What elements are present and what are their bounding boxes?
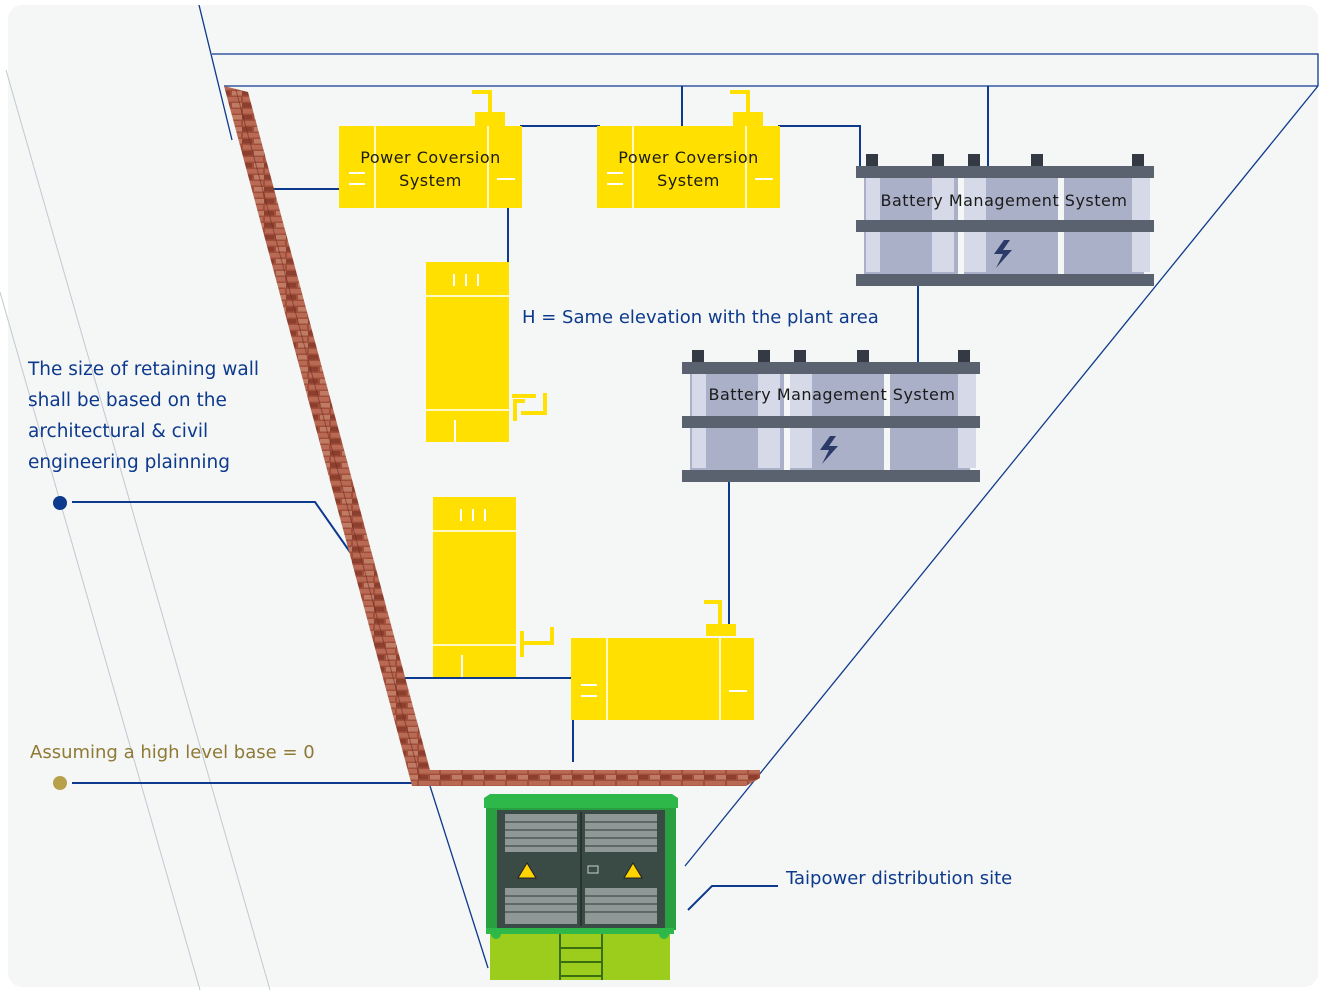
warning-triangle-icon: [517, 862, 537, 879]
pcs-2-label: Power Coversion System: [618, 148, 759, 190]
base-note: Assuming a high level base = 0: [30, 742, 315, 763]
pcs-1-label: Power Coversion System: [360, 148, 501, 190]
battery-management-system-2: [682, 350, 980, 482]
elevation-note: H = Same elevation with the plant area: [522, 307, 879, 328]
power-conversion-system-3: [425, 261, 547, 443]
bms-2-label: Battery Management System: [708, 385, 956, 404]
wall-note: The size of retaining wall shall be base…: [28, 359, 260, 473]
base-note-marker: [53, 776, 67, 790]
taipower-distribution-cabinet: [484, 794, 678, 980]
power-conversion-system-4: [432, 496, 554, 678]
taipower-site-label: Taipower distribution site: [786, 868, 1013, 889]
power-conversion-system-5: [570, 637, 755, 721]
bms-1-label: Battery Management System: [880, 191, 1128, 210]
wall-note-marker: [53, 496, 67, 510]
battery-management-system-1: [856, 154, 1154, 286]
connection-lines: [72, 86, 989, 911]
warning-triangle-icon: [623, 862, 643, 879]
retaining-wall: [224, 86, 760, 786]
site-boundary-lines: [198, 4, 1319, 969]
pcs-connectors: [472, 90, 763, 636]
